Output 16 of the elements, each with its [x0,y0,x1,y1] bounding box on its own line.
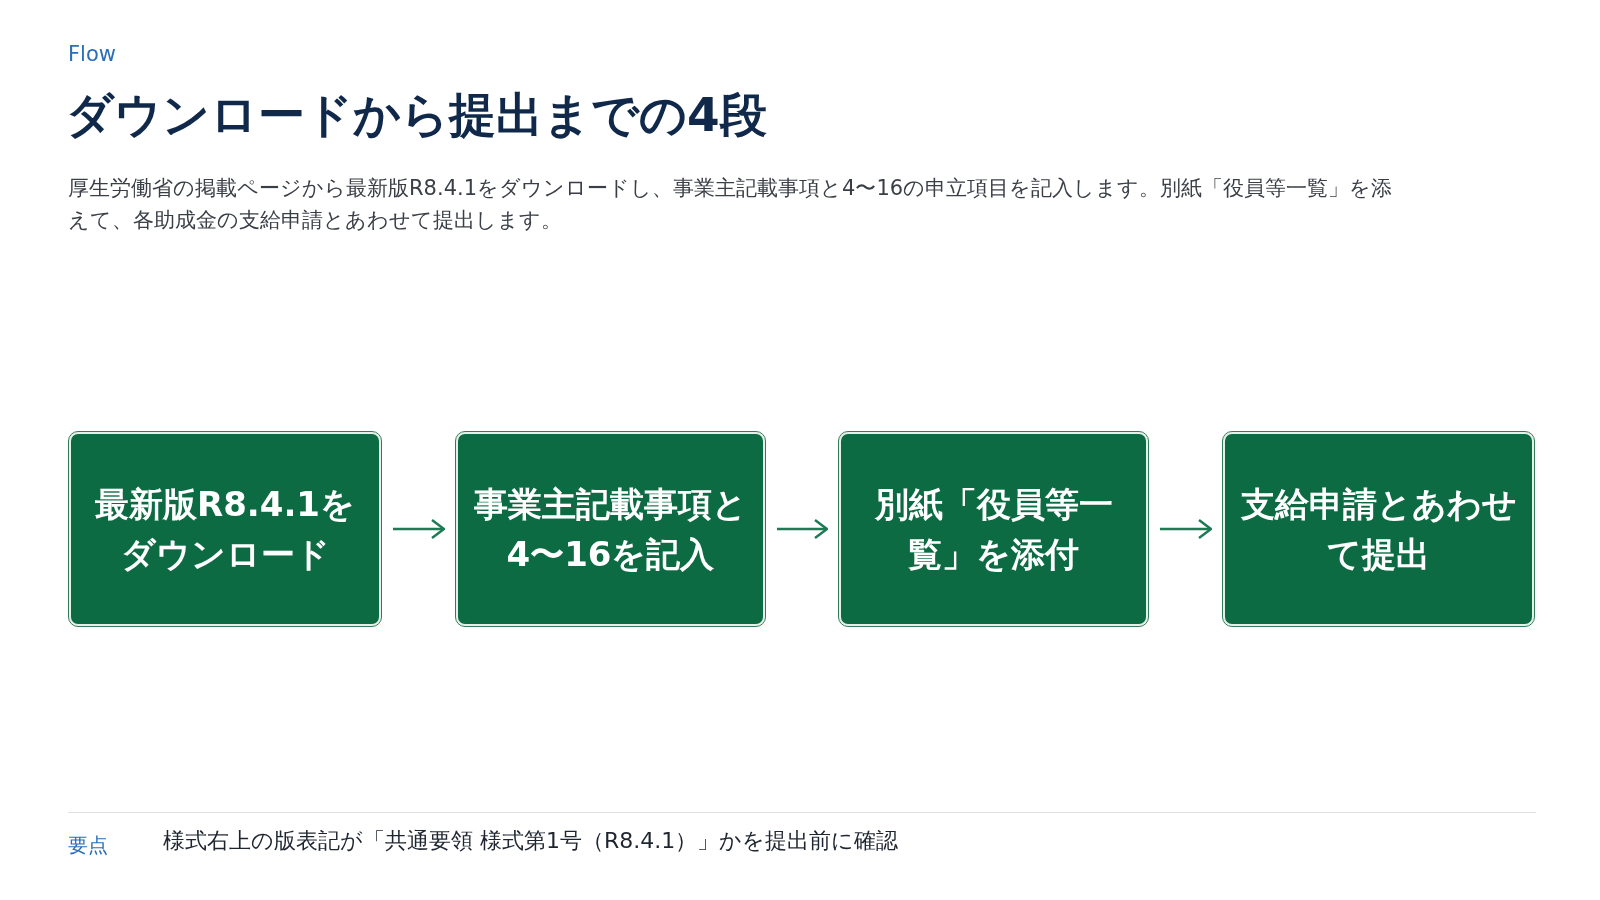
note-text: 様式右上の版表記が「共通要領 様式第1号（R8.4.1）」かを提出前に確認 [163,827,899,855]
step-box [69,432,381,626]
step-text: 事業主記載事項と4〜16を記入 [473,483,748,576]
step-box [456,432,765,626]
key-point-label: 要点 [68,832,108,859]
section-label: Flow [68,42,116,66]
arrow [1160,518,1213,540]
arrow [393,518,446,540]
step-text: 支給申請とあわせて提出 [1239,483,1518,576]
description-text: 厚生労働省の掲載ページから最新版R8.4.1をダウンロードし、事業主記載事項と4〜16の申立項目を記入します。別紙「役員等一覧」を添えて、各助成金の支給申請とあわせて提出します。 [68,175,1394,234]
title: ダウンロードから提出までの4段 [66,86,767,144]
step-text: 別紙「役員等一覧」を添付 [873,483,1114,576]
step-text: 最新版R8.4.1をダウンロード [94,483,356,576]
step-box [1223,432,1534,626]
step-box [839,432,1148,626]
arrow [777,518,829,540]
